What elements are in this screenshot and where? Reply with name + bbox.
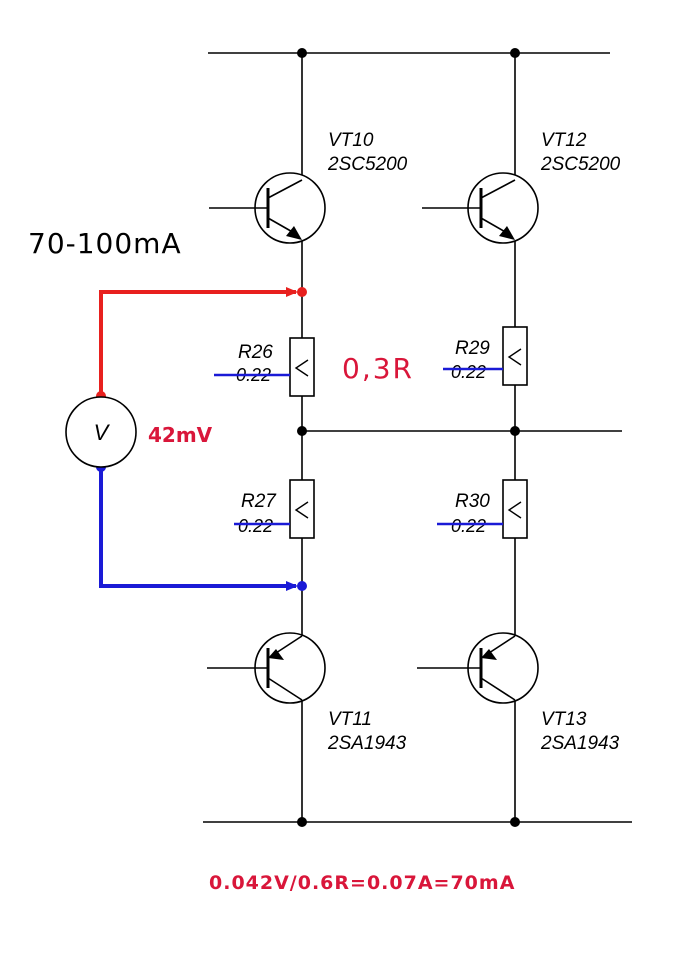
r29-ref-label: R29 [455,338,490,359]
negative-probe-wire [99,468,298,591]
vt13-part-label: 2SA1943 [540,733,620,754]
r29-value-label: 0.22 [451,362,486,382]
junction-dot [297,48,307,58]
resistance-total-note: 0,3R [342,352,414,385]
current-formula-note: 0.042V/0.6R=0.07A=70mA [209,872,515,894]
resistor-r27 [289,479,315,539]
vt12-ref-label: VT12 [541,130,587,151]
junction-dot [510,48,520,58]
r30-value-label: 0.22 [451,516,486,536]
junction-dot [297,817,307,827]
junction-dot [510,817,520,827]
positive-probe-wire [99,287,298,396]
resistor-r29 [502,326,528,386]
vt10-ref-label: VT10 [328,130,374,151]
junction-dot [297,426,307,436]
vt12-part-label: 2SC5200 [540,154,621,175]
r26-ref-label: R26 [238,342,273,363]
positive-probe-tip [297,287,307,297]
r27-value-label: 0.22 [238,516,273,536]
voltage-reading-note: 42mV [148,423,213,447]
transistor-vt11 [207,632,326,704]
transistor-vt13 [417,632,539,704]
voltmeter-symbol: V [94,420,111,445]
vt11-part-label: 2SA1943 [327,733,407,754]
vt10-part-label: 2SC5200 [327,154,408,175]
current-range-note: 70-100mA [28,227,182,260]
transistor-vt12 [422,172,539,244]
transistor-vt10 [209,172,326,244]
resistor-r26 [289,337,315,397]
r27-ref-label: R27 [241,491,277,512]
resistor-r30 [502,479,528,539]
vt11-ref-label: VT11 [328,709,372,730]
voltmeter [65,396,137,468]
junction-dot [510,426,520,436]
negative-probe-tip [297,581,307,591]
r30-ref-label: R30 [455,491,490,512]
vt13-ref-label: VT13 [541,709,587,730]
